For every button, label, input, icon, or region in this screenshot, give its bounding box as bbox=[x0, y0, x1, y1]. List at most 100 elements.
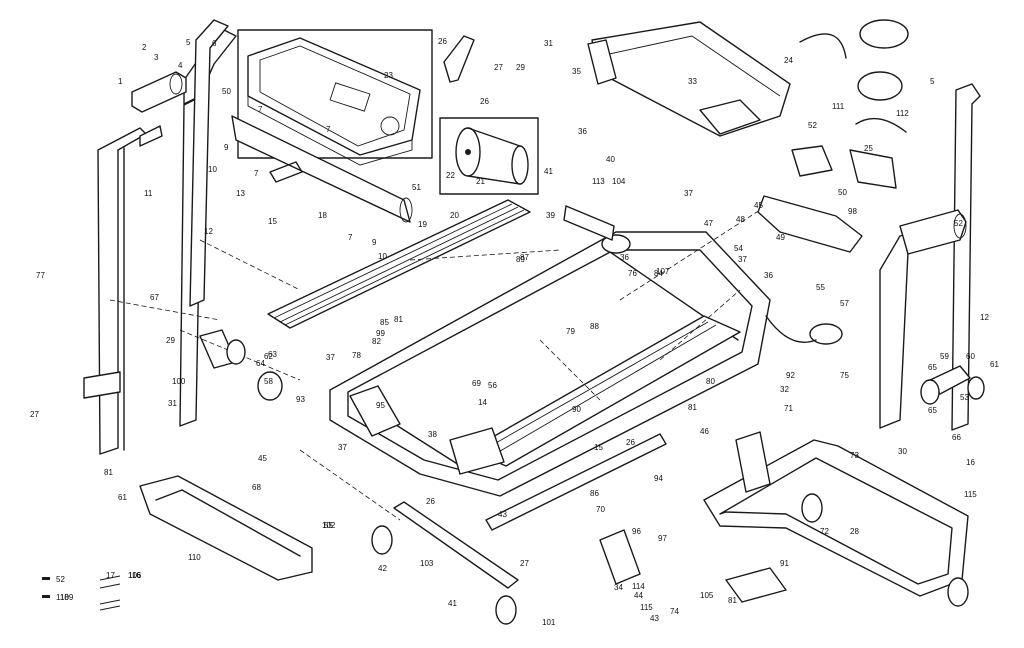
legend-label-1: 52 bbox=[56, 575, 65, 584]
callout-label: 70 bbox=[596, 505, 605, 514]
left-handrail bbox=[189, 19, 229, 307]
callout-label: 43 bbox=[650, 614, 659, 623]
callout-label: 20 bbox=[450, 211, 459, 220]
callout-label: 72 bbox=[820, 527, 829, 536]
callout-label: 82 bbox=[372, 337, 381, 346]
callout-label: 75 bbox=[840, 371, 849, 380]
callout-label: 60 bbox=[966, 352, 975, 361]
callout-label: 81 bbox=[728, 596, 737, 605]
callout-label: 50 bbox=[222, 87, 231, 96]
callout-label: 93 bbox=[296, 395, 305, 404]
right-upright bbox=[879, 83, 981, 431]
callout-label: 15 bbox=[268, 217, 277, 226]
callout-label: 37 bbox=[738, 255, 747, 264]
callout-label: 99 bbox=[376, 329, 385, 338]
front-roller bbox=[563, 205, 615, 241]
callout-label: 32 bbox=[780, 385, 789, 394]
deck-board bbox=[267, 199, 531, 329]
console-inset bbox=[237, 29, 433, 166]
callout-label: 56 bbox=[488, 381, 497, 390]
callout-label: 18 bbox=[318, 211, 327, 220]
callout-label: 111 bbox=[832, 102, 845, 111]
callout-label: 68 bbox=[252, 483, 261, 492]
callout-label: 105 bbox=[700, 591, 714, 600]
callout-label: 65 bbox=[928, 406, 937, 415]
front-foot bbox=[139, 475, 313, 581]
callout-label: 7 bbox=[254, 169, 259, 178]
callout-labels: 1 2 3 4 5 5 6 7 7 7 7 9 9 10 10 11 12 12… bbox=[30, 37, 999, 627]
callout-label: 27 bbox=[30, 410, 39, 419]
callout-label: 113 bbox=[592, 177, 605, 186]
callout-label: 10 bbox=[378, 252, 387, 261]
callout-label: 4 bbox=[178, 61, 183, 70]
callout-label: 86 bbox=[590, 489, 599, 498]
callout-label: 55 bbox=[816, 283, 825, 292]
callout-label: 1 bbox=[118, 77, 123, 86]
callout-label: 54 bbox=[734, 244, 743, 253]
callout-label: 6 bbox=[212, 39, 217, 48]
callout-label: 112 bbox=[896, 109, 909, 118]
callout-label: 39 bbox=[546, 211, 555, 220]
callout-label: 27 bbox=[494, 63, 503, 72]
callout-label: 84 bbox=[654, 269, 663, 278]
callout-label: 73 bbox=[850, 451, 859, 460]
callout-label: 97 bbox=[658, 534, 667, 543]
callout-label: 41 bbox=[544, 167, 553, 176]
callout-label: 19 bbox=[418, 220, 427, 229]
callout-label: 55 bbox=[324, 521, 333, 530]
main-frame bbox=[329, 231, 771, 497]
callout-label: 62 bbox=[264, 352, 273, 361]
callout-label: 45 bbox=[754, 201, 763, 210]
callout-label: 102 bbox=[322, 521, 336, 530]
left-upright bbox=[83, 29, 237, 455]
callout-label: 71 bbox=[784, 404, 793, 413]
callout-label: 69 bbox=[472, 379, 481, 388]
callout-label: 16 bbox=[966, 458, 975, 467]
callout-label: 12 bbox=[204, 227, 213, 236]
callout-label: 26 bbox=[426, 497, 435, 506]
callout-label: 61 bbox=[990, 360, 999, 369]
callout-label: 57 bbox=[840, 299, 849, 308]
callout-label: 53 bbox=[960, 393, 969, 402]
callout-label: 78 bbox=[352, 351, 361, 360]
callout-label: 49 bbox=[776, 233, 785, 242]
callout-label: 21 bbox=[476, 177, 485, 186]
callout-label: 5 bbox=[186, 38, 191, 47]
callout-label: 79 bbox=[566, 327, 575, 336]
callout-label: 37 bbox=[684, 189, 693, 198]
callout-label: 37 bbox=[326, 353, 335, 362]
legend-label-2: 116 bbox=[128, 571, 141, 580]
callout-label: 61 bbox=[118, 493, 127, 502]
callout-label: 7 bbox=[258, 105, 263, 114]
callout-label: 94 bbox=[654, 474, 663, 483]
callout-label: 95 bbox=[376, 401, 385, 410]
callout-label: 52 bbox=[954, 219, 963, 228]
motor-hood bbox=[587, 21, 791, 137]
motor-plate bbox=[757, 145, 897, 253]
callout-label: 34 bbox=[614, 583, 623, 592]
callout-label: 15 bbox=[594, 443, 603, 452]
callout-label: 7 bbox=[348, 233, 353, 242]
callout-label: 26 bbox=[438, 37, 447, 46]
callout-label: 66 bbox=[952, 433, 961, 442]
callout-label: 85 bbox=[380, 318, 389, 327]
callout-label: 7 bbox=[326, 125, 331, 134]
legend: 52 116 118 bbox=[42, 571, 141, 611]
callout-label: 26 bbox=[480, 97, 489, 106]
callout-label: 40 bbox=[606, 155, 615, 164]
callout-label: 81 bbox=[104, 468, 113, 477]
callout-label: 115 bbox=[640, 603, 653, 612]
callout-label: 100 bbox=[172, 377, 186, 386]
callout-label: 51 bbox=[412, 183, 421, 192]
callout-label: 36 bbox=[764, 271, 773, 280]
callout-label: 101 bbox=[542, 618, 556, 627]
callout-label: 98 bbox=[848, 207, 857, 216]
callout-label: 14 bbox=[478, 398, 487, 407]
callout-label: 36 bbox=[620, 253, 629, 262]
callout-label: 22 bbox=[446, 171, 455, 180]
callout-label: 90 bbox=[572, 405, 581, 414]
callout-label: 65 bbox=[928, 363, 937, 372]
callout-label: 81 bbox=[394, 315, 403, 324]
callout-label: 74 bbox=[670, 607, 679, 616]
